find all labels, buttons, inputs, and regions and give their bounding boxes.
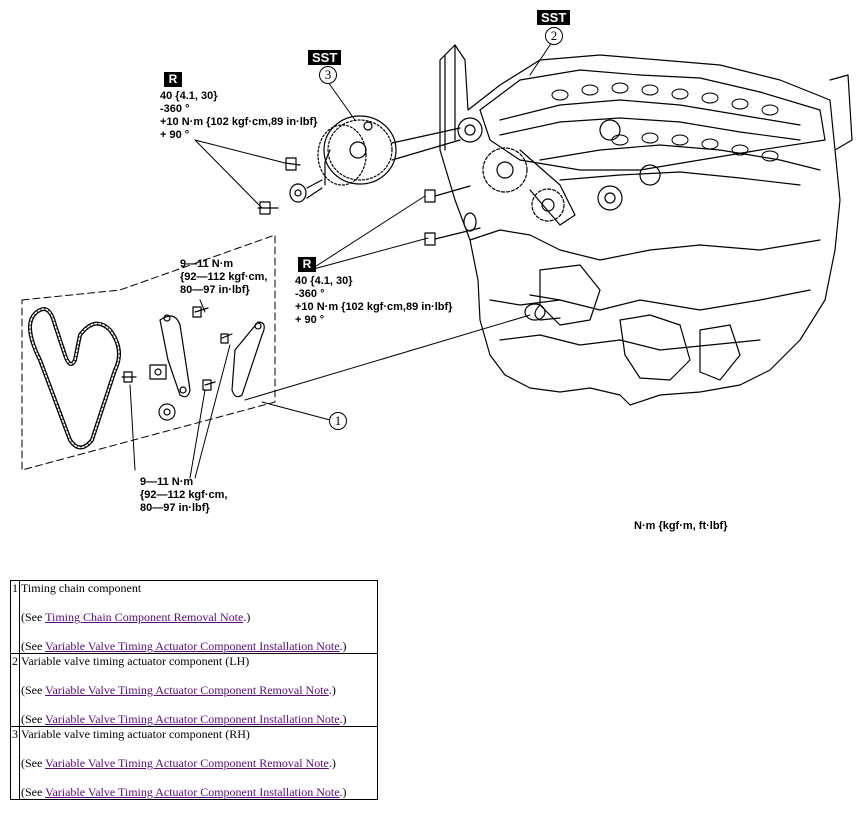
note-suffix: .): [339, 639, 347, 653]
callout-1: 1: [329, 412, 347, 430]
note-line: (See Variable Valve Timing Actuator Comp…: [21, 785, 376, 799]
note-prefix: (See: [21, 756, 46, 770]
note-suffix: .): [328, 683, 336, 697]
torque-line: {92—112 kgf·cm,: [140, 489, 228, 501]
table-row: 2 Variable valve timing actuator compone…: [10, 653, 378, 727]
torque-line: -360 °: [160, 103, 190, 115]
torque-line: +10 N·m {102 kgf·cm,89 in·lbf}: [295, 301, 453, 313]
note-line: (See Variable Valve Timing Actuator Comp…: [21, 712, 376, 726]
row-title: Variable valve timing actuator component…: [21, 654, 250, 668]
torque-line: +10 N·m {102 kgf·cm,89 in·lbf}: [160, 116, 318, 128]
vvt-installation-note-link[interactable]: Variable Valve Timing Actuator Component…: [45, 639, 340, 653]
torque-spec-guide: 9—11 N·m {92—112 kgf·cm, 80—97 in·lbf}: [140, 476, 227, 515]
torque-spec-upper: 40 {4.1, 30} -360 ° +10 N·m {102 kgf·cm,…: [160, 90, 317, 142]
vvt-installation-note-link[interactable]: Variable Valve Timing Actuator Component…: [45, 712, 340, 726]
note-suffix: .): [339, 785, 347, 799]
engine-line-drawing: [21, 41, 853, 479]
chain-guides-drawing: [121, 306, 265, 421]
torque-spec-middle: 40 {4.1, 30} -360 ° +10 N·m {102 kgf·cm,…: [295, 275, 452, 327]
torque-line: -360 °: [295, 288, 325, 300]
row-title: Variable valve timing actuator component…: [21, 727, 250, 741]
note-line: (See Timing Chain Component Removal Note…: [21, 610, 376, 624]
note-line: (See Variable Valve Timing Actuator Comp…: [21, 639, 376, 653]
callout-3: 3: [319, 66, 337, 84]
torque-line: {92—112 kgf·cm,: [180, 271, 268, 283]
note-prefix: (See: [21, 712, 46, 726]
torque-line: 9—11 N·m: [140, 476, 194, 488]
table-row: 3 Variable valve timing actuator compone…: [10, 726, 378, 800]
callout-2: 2: [545, 27, 563, 45]
row-content: Variable valve timing actuator component…: [19, 653, 378, 727]
row-number: 3: [10, 726, 20, 800]
note-prefix: (See: [21, 639, 46, 653]
vvt-bolts-middle: [309, 185, 481, 271]
torque-line: 9—11 N·m: [180, 258, 234, 270]
sst-badge-lh: SST: [537, 10, 571, 25]
timing-chain-drawing: [28, 307, 121, 450]
note-prefix: (See: [21, 610, 46, 624]
note-suffix: .): [243, 610, 251, 624]
note-suffix: .): [339, 712, 347, 726]
row-content: Variable valve timing actuator component…: [19, 726, 378, 800]
note-prefix: (See: [21, 785, 46, 799]
row-title: Timing chain component: [21, 581, 142, 595]
torque-line: 80—97 in·lbf}: [180, 284, 250, 296]
row-number: 1: [10, 580, 20, 654]
engine-block: [439, 44, 853, 406]
reuse-badge-middle: R: [298, 257, 316, 272]
vvt-actuator-rh-drawing: [317, 115, 461, 186]
torque-line: 40 {4.1, 30}: [295, 275, 353, 287]
row-number: 2: [10, 653, 20, 727]
torque-line: + 90 °: [295, 314, 325, 326]
timing-chain-removal-note-link[interactable]: Timing Chain Component Removal Note: [45, 610, 244, 624]
torque-line: + 90 °: [160, 129, 190, 141]
note-prefix: (See: [21, 683, 46, 697]
note-suffix: .): [328, 756, 336, 770]
exploded-view-diagram: SST SST 3 2 1 R 40 {4.1, 30} -360 ° +10 …: [21, 10, 853, 532]
row-content: Timing chain component (See Timing Chain…: [19, 580, 378, 654]
vvt-removal-note-link[interactable]: Variable Valve Timing Actuator Component…: [45, 683, 329, 697]
note-line: (See Variable Valve Timing Actuator Comp…: [21, 756, 376, 770]
torque-line: 40 {4.1, 30}: [160, 90, 218, 102]
sst-badge-rh: SST: [308, 50, 342, 65]
vvt-installation-note-link[interactable]: Variable Valve Timing Actuator Component…: [45, 785, 340, 799]
torque-line: 80—97 in·lbf}: [140, 502, 210, 514]
component-table: 1 Timing chain component (See Timing Cha…: [10, 580, 378, 800]
component-table-body: 1 Timing chain component (See Timing Cha…: [10, 580, 378, 800]
vvt-removal-note-link[interactable]: Variable Valve Timing Actuator Component…: [45, 756, 329, 770]
table-row: 1 Timing chain component (See Timing Cha…: [10, 580, 378, 654]
torque-spec-tensioner: 9—11 N·m {92—112 kgf·cm, 80—97 in·lbf}: [180, 258, 267, 297]
torque-units-legend: N·m {kgf·m, ft·lbf}: [634, 520, 728, 532]
reuse-badge-upper: R: [164, 72, 182, 87]
engine-sprockets: [457, 117, 661, 321]
note-line: (See Variable Valve Timing Actuator Comp…: [21, 683, 376, 697]
vvt-bolts-upper: [194, 139, 323, 215]
